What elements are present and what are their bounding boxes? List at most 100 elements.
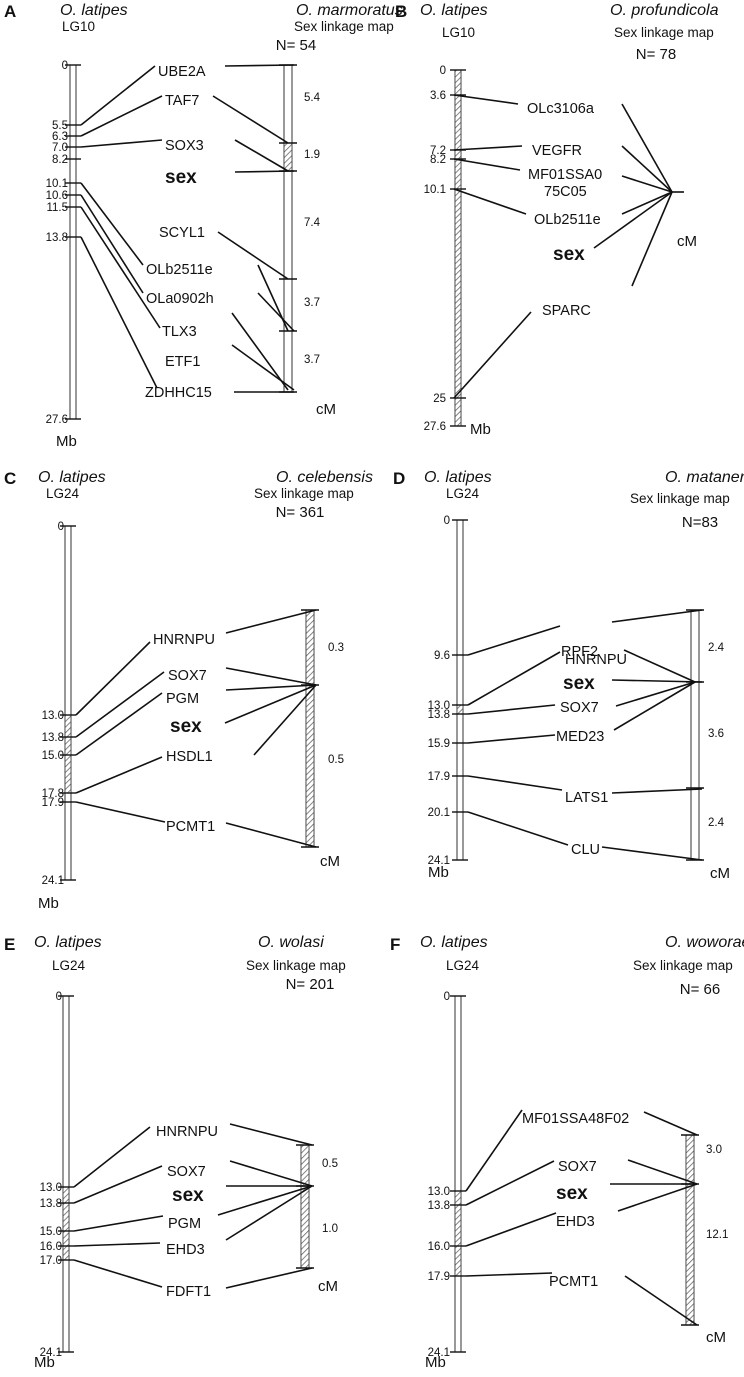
sample-size-label: N=83 (682, 514, 718, 531)
connector-line (224, 684, 317, 724)
sex-region-hatch (454, 1190, 462, 1277)
reference-chromosome-bar (454, 995, 462, 1353)
mb-tick-label: 8.2 (52, 154, 68, 166)
connector-line (75, 692, 163, 756)
connector-line (225, 684, 317, 691)
sex-region-hatch (456, 704, 464, 715)
gene-label: SOX7 (168, 668, 207, 684)
gene-label: OLb2511e (146, 262, 213, 278)
connector-line (624, 1275, 698, 1326)
sample-size-label: N= 54 (276, 37, 316, 54)
connector-line (467, 651, 561, 706)
gene-label: PGM (166, 691, 199, 707)
map-type-label: Sex linkage map (630, 491, 730, 506)
panel-letter: B (395, 2, 407, 21)
cm-unit-label: cM (320, 853, 340, 870)
gene-label: HNRNPU (565, 652, 627, 668)
linkage-group-label: LG24 (446, 486, 480, 501)
cm-interval-label: 0.3 (328, 642, 344, 654)
connector-line (80, 139, 163, 148)
connector-line (467, 734, 556, 744)
mb-tick-label: 5.5 (52, 120, 68, 132)
mb-tick-label: 7.0 (52, 142, 68, 154)
mb-tick-label: 10.6 (46, 190, 68, 202)
target-species-label: O. marmoratus (296, 2, 403, 19)
gene-label: EHD3 (166, 1242, 205, 1258)
gene-label: LATS1 (565, 790, 608, 806)
connector-line (621, 103, 673, 193)
connector-line (467, 704, 556, 715)
cm-interval-label: 7.4 (304, 217, 321, 229)
reference-species-label: O. latipes (424, 469, 492, 486)
cm-unit-label: cM (710, 865, 730, 882)
connector-line (234, 170, 295, 173)
mb-tick-label: 13.8 (46, 232, 68, 244)
reference-chromosome-bar (69, 64, 77, 420)
mb-tick-label: 10.1 (46, 178, 68, 190)
mb-tick-label: 0 (56, 991, 62, 1003)
mb-tick-label: 0 (62, 60, 68, 72)
gene-label: SOX7 (560, 700, 599, 716)
connector-line (611, 679, 703, 683)
panel-letter: A (4, 2, 16, 21)
map-type-label: Sex linkage map (614, 25, 714, 40)
gene-label: OLc3106a (527, 101, 595, 117)
sex-locus-label: sex (556, 1183, 588, 1204)
linkage-map-hatch (305, 609, 315, 848)
connector-line (217, 231, 289, 280)
linkage-group-label: LG10 (442, 25, 475, 40)
mb-tick-label: 20.1 (428, 807, 450, 819)
gene-label: SOX3 (165, 138, 204, 154)
reference-chromosome-bar (64, 525, 72, 881)
connector-line (80, 236, 158, 389)
linkage-map-hatch (685, 1134, 695, 1326)
connector-line (617, 1183, 698, 1212)
connector-line (643, 1111, 698, 1136)
gene-label: HNRNPU (156, 1124, 218, 1140)
connector-line (467, 775, 563, 791)
connector-line (453, 311, 532, 399)
mb-tick-label: 8.2 (430, 154, 446, 166)
connector-line (593, 191, 673, 249)
mb-tick-label: 13.8 (428, 709, 450, 721)
connector-line (224, 64, 295, 67)
panel-letter: E (4, 935, 15, 954)
gene-label: PCMT1 (549, 1274, 598, 1290)
cm-unit-label: cM (316, 401, 336, 418)
connector-line (80, 194, 144, 294)
mb-tick-label: 10.1 (424, 184, 446, 196)
sex-locus-label: sex (170, 716, 202, 737)
connector-line (621, 145, 673, 193)
mb-tick-label: 13.0 (42, 710, 64, 722)
mb-tick-label: 17.8 (42, 788, 64, 800)
connector-line (615, 681, 696, 707)
connector-line (229, 1123, 313, 1146)
connector-line (80, 206, 161, 329)
connector-line (631, 191, 673, 287)
gene-label: HNRNPU (153, 632, 215, 648)
mb-tick-label: 25 (433, 393, 446, 405)
mb-tick-label: 17.9 (428, 1271, 450, 1283)
target-species-label: O. woworae (665, 934, 744, 951)
connector-line (613, 681, 696, 731)
map-type-label: Sex linkage map (633, 958, 733, 973)
gene-label: SOX7 (167, 1164, 206, 1180)
connector-line (225, 1267, 313, 1289)
mb-unit-label: Mb (38, 895, 59, 912)
cm-interval-label: 1.0 (322, 1223, 338, 1235)
map-type-label: Sex linkage map (246, 958, 346, 973)
gene-label: OLa0902h (146, 291, 214, 307)
mb-unit-label: Mb (34, 1354, 55, 1371)
connector-line (212, 95, 289, 144)
linkage-map-bar (283, 64, 293, 393)
sex-region-hatch (64, 714, 72, 794)
panel-letter: F (390, 935, 400, 954)
connector-line (621, 191, 673, 215)
connector-line (453, 145, 523, 151)
mb-tick-label: 13.8 (42, 732, 64, 744)
map-type-label: Sex linkage map (254, 486, 354, 501)
gene-label: FDFT1 (166, 1284, 211, 1300)
